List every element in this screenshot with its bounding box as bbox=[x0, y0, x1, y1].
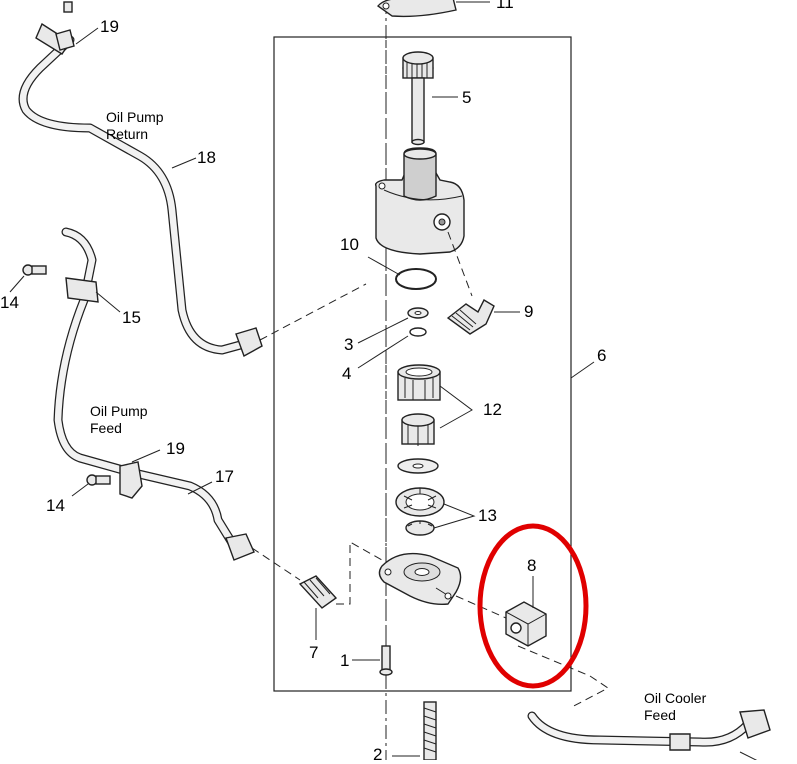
callout-17: 17 bbox=[215, 467, 234, 486]
oil-cooler-feed-tube bbox=[527, 709, 771, 751]
highlight-circle bbox=[477, 523, 589, 689]
callout-5: 5 bbox=[462, 88, 472, 107]
caption-oil-pump-feed: Oil Pump Feed bbox=[90, 403, 148, 436]
fitting-7 bbox=[298, 575, 338, 609]
callout-13: 13 bbox=[478, 506, 497, 525]
callout-3: 3 bbox=[344, 335, 354, 354]
clamp-19-top bbox=[55, 29, 75, 51]
caption-oil-pump-return: Oil Pump Return bbox=[106, 109, 164, 142]
callout-1: 1 bbox=[340, 651, 350, 670]
callout-19-top: 19 bbox=[100, 17, 119, 36]
callout-14-upper: 14 bbox=[0, 293, 19, 312]
callout-12: 12 bbox=[483, 400, 502, 419]
o-ring-4 bbox=[409, 327, 427, 337]
caption-oil-cooler-feed: Oil Cooler Feed bbox=[644, 690, 707, 723]
callout-8: 8 bbox=[527, 556, 537, 575]
callout-9: 9 bbox=[524, 302, 534, 321]
assembly-frame bbox=[273, 36, 572, 692]
stud-2 bbox=[423, 701, 437, 760]
callout-15: 15 bbox=[122, 308, 141, 327]
gear-outer-13 bbox=[395, 487, 445, 517]
callout-11: 11 bbox=[496, 0, 514, 12]
bolt-14-upper bbox=[22, 264, 47, 276]
callout-7: 7 bbox=[309, 643, 319, 662]
callout-6: 6 bbox=[597, 346, 607, 365]
gasket-11 bbox=[376, 0, 457, 18]
pump-cover bbox=[378, 552, 462, 606]
callout-19-lower: 19 bbox=[166, 439, 185, 458]
rotor-inner-12 bbox=[401, 413, 435, 446]
clamp-19-lower bbox=[119, 461, 143, 499]
bolt-14-lower bbox=[86, 474, 111, 486]
rotor-outer-12 bbox=[397, 364, 441, 401]
block-fitting-8 bbox=[505, 601, 547, 647]
callout-10: 10 bbox=[340, 235, 359, 254]
elbow-fitting-9 bbox=[446, 299, 495, 335]
bolt-top bbox=[63, 1, 73, 13]
callout-4: 4 bbox=[342, 364, 352, 383]
gear-inner-13 bbox=[405, 520, 435, 536]
oil-pump-return-tube-18 bbox=[18, 22, 263, 358]
pump-body bbox=[374, 147, 465, 255]
callout-18: 18 bbox=[197, 148, 216, 167]
drive-shaft-5 bbox=[402, 51, 434, 146]
callout-2: 2 bbox=[373, 745, 383, 764]
screw-1 bbox=[379, 645, 393, 676]
oil-pump-feed-tube-17 bbox=[53, 227, 255, 561]
clamp-15 bbox=[65, 277, 99, 303]
callout-14-lower: 14 bbox=[46, 496, 65, 515]
o-ring-10 bbox=[395, 268, 437, 290]
